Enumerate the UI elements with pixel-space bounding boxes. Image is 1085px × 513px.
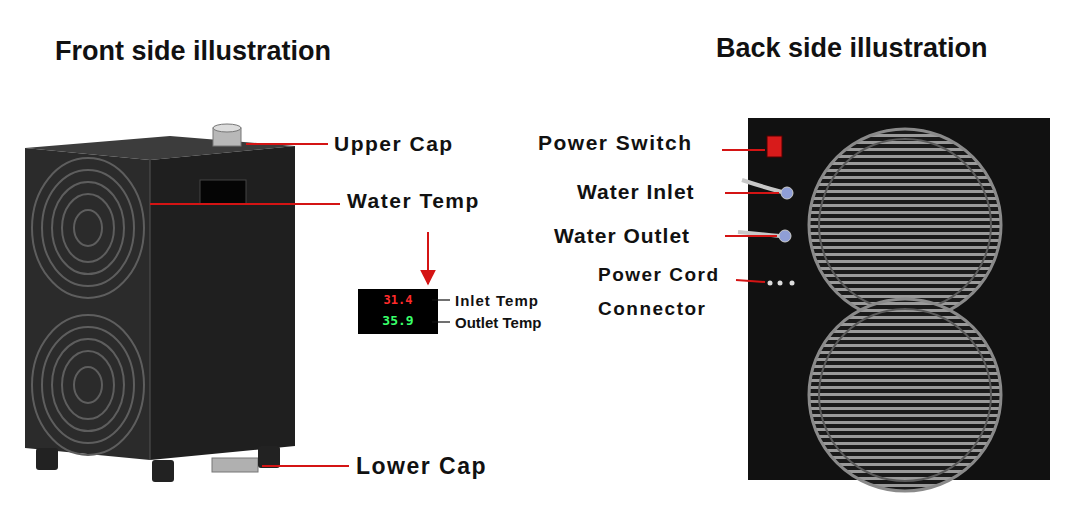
part-label: Power Switch: [538, 131, 693, 155]
section-title: Back side illustration: [716, 33, 988, 64]
part-label: Water Temp: [347, 189, 480, 213]
part-label: Upper Cap: [334, 132, 454, 156]
display-reading: 35.9: [382, 314, 413, 329]
display-reading: 31.4: [384, 294, 413, 308]
part-label: Lower Cap: [356, 453, 487, 479]
part-label: Water Inlet: [577, 180, 695, 204]
display-leaders: [432, 300, 450, 322]
front-unit: [25, 124, 295, 482]
part-label: Outlet Temp: [455, 314, 541, 331]
part-label: Water Outlet: [554, 224, 690, 248]
back-unit: [738, 118, 1050, 491]
leader-lines: [722, 150, 779, 282]
part-label: Power Cord Connector: [598, 258, 730, 326]
part-label: Inlet Temp: [455, 292, 539, 309]
temp-display: [358, 289, 438, 334]
section-title: Front side illustration: [55, 36, 331, 67]
